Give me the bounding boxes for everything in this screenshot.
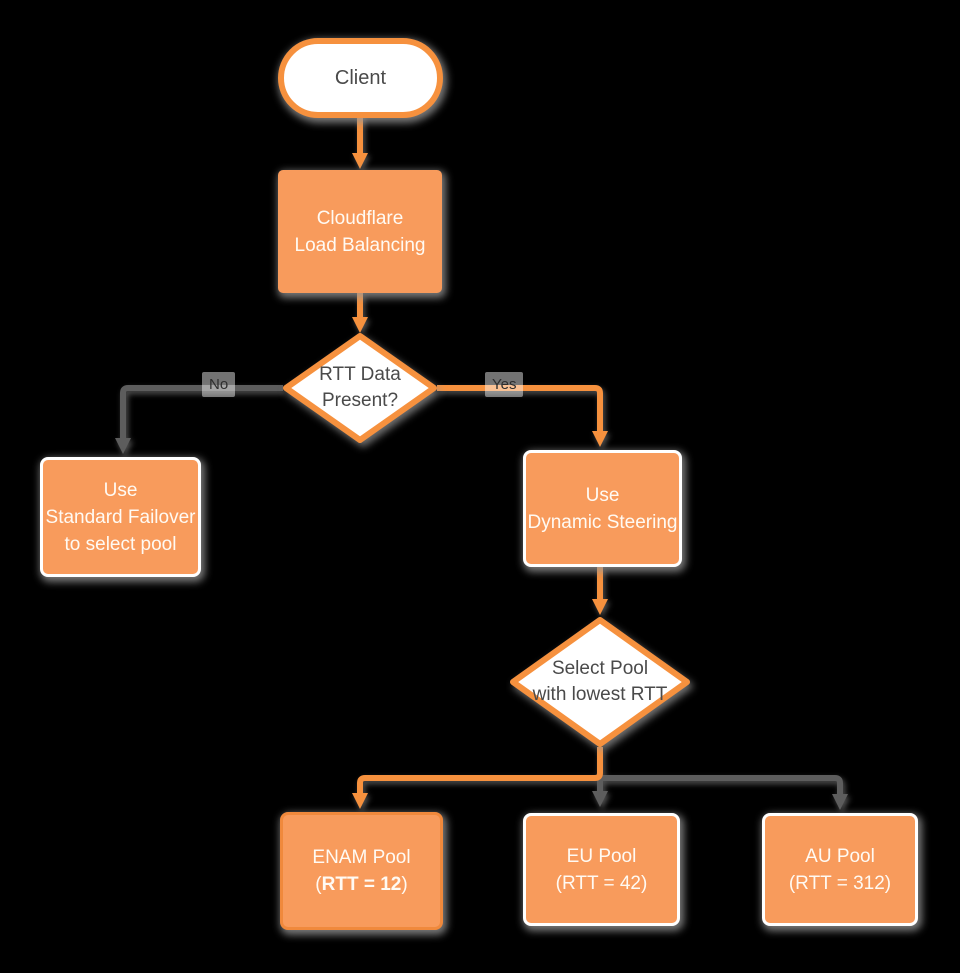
node-au-pool: AU Pool (RTT = 312)	[762, 813, 918, 926]
node-dynamic-steering-line2: Dynamic Steering	[527, 511, 678, 533]
arrowhead-enam	[352, 793, 368, 809]
node-au-pool-line2: (RTT = 312)	[788, 872, 892, 894]
node-standard-failover-line1: Use	[103, 479, 138, 501]
node-eu-pool: EU Pool (RTT = 42)	[523, 813, 680, 926]
edge-pool-to-au	[600, 775, 843, 796]
node-load-balancer: Cloudflare Load Balancing	[278, 170, 442, 293]
node-standard-failover: Use Standard Failover to select pool	[40, 457, 201, 577]
edge-pool-to-enam	[357, 747, 603, 795]
enam-rtt-close: )	[401, 874, 408, 895]
diamond-shape	[510, 617, 690, 747]
node-au-pool-line1: AU Pool	[805, 845, 875, 867]
node-pool-decision-line2: with lowest RTT	[532, 684, 668, 705]
edge-rtt-yes	[437, 385, 603, 433]
node-load-balancer-line1: Cloudflare	[316, 207, 404, 229]
node-standard-failover-line2: Standard Failover	[45, 506, 196, 528]
node-pool-decision: Select Pool with lowest RTT	[510, 617, 690, 747]
arrowhead-no	[115, 438, 131, 454]
arrowhead-au	[832, 794, 848, 810]
node-enam-pool: ENAM Pool (RTT = 12)	[280, 812, 443, 930]
arrowhead-eu	[592, 791, 608, 807]
arrowhead-yes	[592, 431, 608, 447]
diamond-shape	[283, 333, 437, 443]
node-client-label: Client	[334, 66, 387, 89]
edge-label-no: No	[202, 372, 236, 397]
node-eu-pool-line1: EU Pool	[566, 845, 637, 867]
node-dynamic-steering: Use Dynamic Steering	[523, 450, 682, 567]
node-client: Client	[278, 38, 443, 118]
node-enam-pool-line2: (RTT = 12)	[315, 871, 407, 898]
node-load-balancer-line2: Load Balancing	[294, 234, 426, 256]
enam-rtt-open: (	[315, 874, 322, 895]
node-rtt-decision-line2: Present?	[321, 390, 399, 411]
node-standard-failover-line3: to select pool	[64, 533, 177, 555]
edge-label-yes: Yes	[485, 372, 524, 397]
node-eu-pool-line2: (RTT = 42)	[555, 872, 648, 894]
arrowhead-steering-pool	[592, 599, 608, 615]
node-rtt-decision-line1: RTT Data	[319, 364, 401, 385]
node-enam-pool-line1: ENAM Pool	[312, 847, 411, 868]
node-rtt-decision: RTT Data Present?	[283, 333, 437, 443]
arrowhead-client-lb	[352, 153, 368, 169]
edge-rtt-no	[120, 385, 283, 440]
arrowhead-lb-rtt	[352, 317, 368, 333]
node-dynamic-steering-line1: Use	[585, 484, 620, 506]
enam-rtt-value: RTT = 12	[321, 874, 402, 895]
node-pool-decision-line1: Select Pool	[551, 658, 649, 679]
